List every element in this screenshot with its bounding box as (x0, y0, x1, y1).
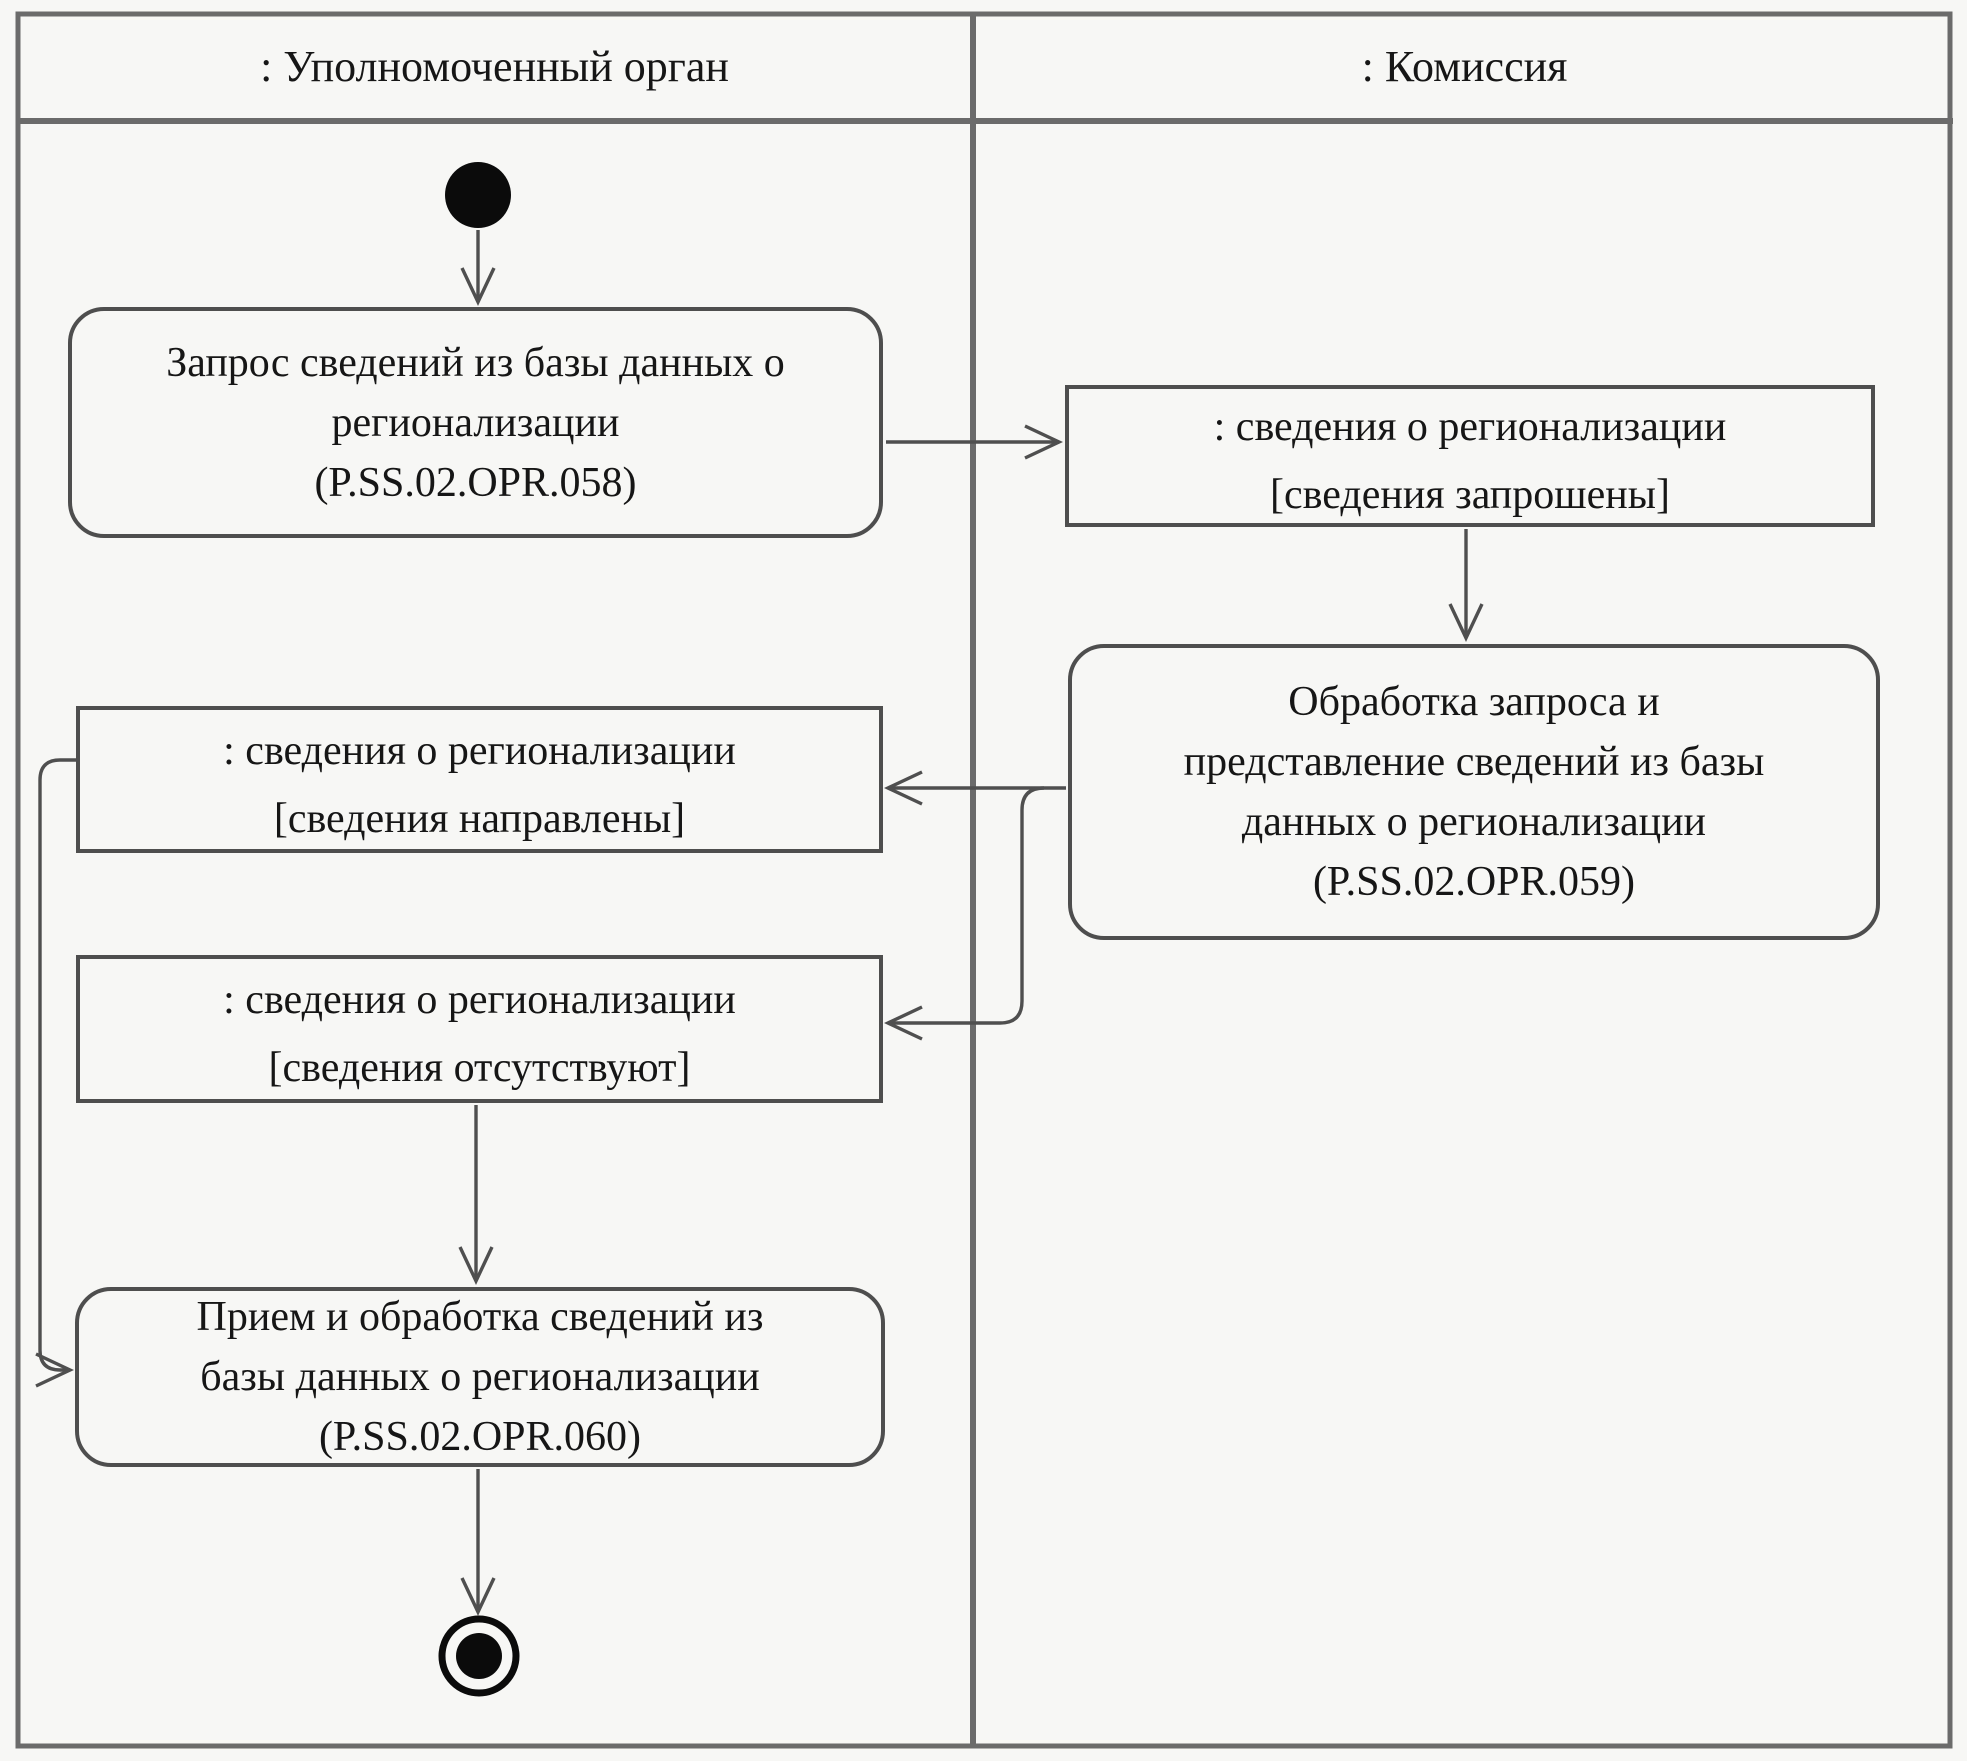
activity-node-060: Прием и обработка сведений из базы данны… (75, 1287, 885, 1467)
final-state-node (438, 1615, 520, 1697)
lane-header-commission: : Комиссия (976, 14, 1953, 118)
lane-label: : Уполномоченный орган (260, 41, 729, 91)
lane-label: : Комиссия (1361, 41, 1568, 91)
activity-node-059: Обработка запроса и представление сведен… (1068, 644, 1880, 940)
activity-node-058: Запрос сведений из базы данных о региона… (68, 307, 883, 538)
object-node-sent: : сведения о регионализации [сведения на… (76, 706, 883, 853)
diagram-border (15, 11, 1953, 1749)
initial-state-node (445, 162, 511, 228)
object-node-absent: : сведения о регионализации [сведения от… (76, 955, 883, 1103)
object-node-requested: : сведения о регионализации [сведения за… (1065, 385, 1875, 527)
lane-header-authorized-body: : Уполномоченный орган (16, 14, 973, 118)
edge-sent-to-060 (35, 758, 76, 1388)
edge-059-to-absent (884, 786, 1045, 1041)
